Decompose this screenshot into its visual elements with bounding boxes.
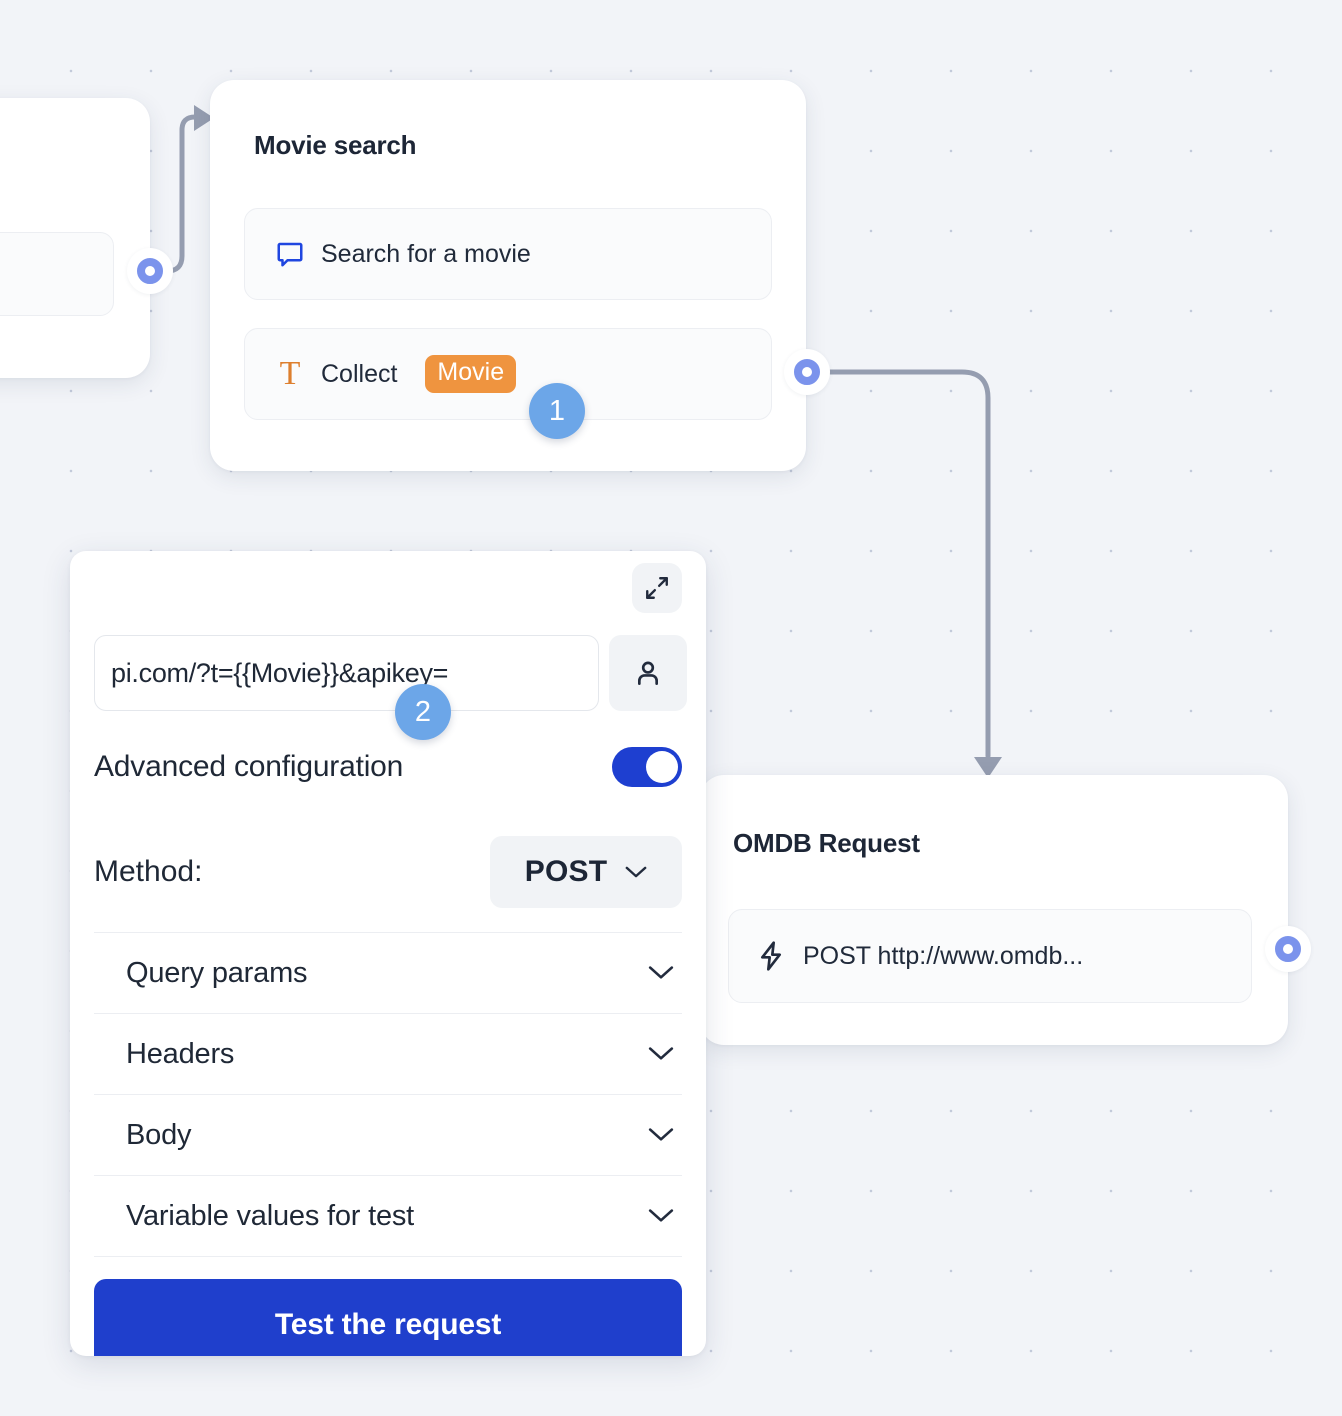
expand-panel-button[interactable] [632, 563, 682, 613]
movie-search-row-search-label: Search for a movie [321, 239, 531, 268]
accordion-label: Body [126, 1118, 192, 1151]
url-row: pi.com/?t={{Movie}}&apikey= [94, 635, 687, 711]
omdb-request-row-post-label: POST http://www.omdb... [803, 941, 1084, 970]
method-row: Method: POST [94, 836, 682, 908]
partial-node-row[interactable] [0, 232, 114, 316]
movie-search-output-handle[interactable] [784, 349, 830, 395]
partial-node[interactable] [0, 98, 150, 378]
accordion-label: Headers [126, 1037, 235, 1070]
movie-search-row-collect[interactable]: T Collect Movie [244, 328, 772, 420]
text-t-icon: T [279, 355, 301, 392]
chevron-down-icon [625, 866, 647, 879]
step-badge-1: 1 [529, 383, 585, 439]
url-user-variable-button[interactable] [609, 635, 687, 711]
accordion-label: Variable values for test [126, 1199, 415, 1232]
request-config-panel[interactable]: pi.com/?t={{Movie}}&apikey= Advanced con… [70, 551, 706, 1356]
advanced-configuration-label: Advanced configuration [94, 750, 404, 783]
advanced-configuration-toggle[interactable] [612, 747, 682, 787]
omdb-request-output-handle[interactable] [1265, 926, 1311, 972]
request-accordion: Query params Headers Body [94, 932, 682, 1257]
method-selected-value: POST [524, 855, 608, 888]
edge-movie-to-omdb [827, 369, 991, 759]
method-label: Method: [94, 855, 203, 888]
person-icon [632, 657, 664, 689]
request-url-input[interactable]: pi.com/?t={{Movie}}&apikey= [94, 635, 599, 711]
omdb-request-node[interactable]: OMDB Request POST http://www.omdb... [700, 775, 1288, 1045]
expand-diagonal-icon [644, 575, 670, 601]
step-badge-2: 2 [395, 684, 451, 740]
variable-pill-movie[interactable]: Movie [425, 355, 517, 393]
chat-bubble-icon [275, 239, 305, 269]
accordion-item-headers[interactable]: Headers [94, 1014, 682, 1095]
chevron-down-icon[interactable] [648, 965, 674, 981]
test-the-request-button[interactable]: Test the request [94, 1279, 682, 1356]
accordion-item-query-params[interactable]: Query params [94, 933, 682, 1014]
chevron-down-icon[interactable] [648, 1208, 674, 1224]
omdb-request-title: OMDB Request [733, 828, 920, 858]
movie-search-row-collect-label: Collect [321, 359, 398, 388]
advanced-configuration-row: Advanced configuration [94, 747, 682, 787]
movie-search-node[interactable]: Movie search Search for a movie T Collec… [210, 80, 806, 471]
movie-search-title: Movie search [254, 130, 417, 160]
accordion-item-body[interactable]: Body [94, 1095, 682, 1176]
accordion-label: Query params [126, 956, 308, 989]
lightning-bolt-icon [755, 940, 787, 972]
method-select[interactable]: POST [490, 836, 682, 908]
omdb-request-row-post[interactable]: POST http://www.omdb... [728, 909, 1252, 1003]
edge-partial-to-movie [147, 114, 201, 274]
movie-search-row-search[interactable]: Search for a movie [244, 208, 772, 300]
chevron-down-icon[interactable] [648, 1046, 674, 1062]
accordion-item-variable-values-for-test[interactable]: Variable values for test [94, 1176, 682, 1257]
toggle-knob [646, 751, 678, 783]
partial-node-output-handle[interactable] [127, 248, 173, 294]
chevron-down-icon[interactable] [648, 1127, 674, 1143]
